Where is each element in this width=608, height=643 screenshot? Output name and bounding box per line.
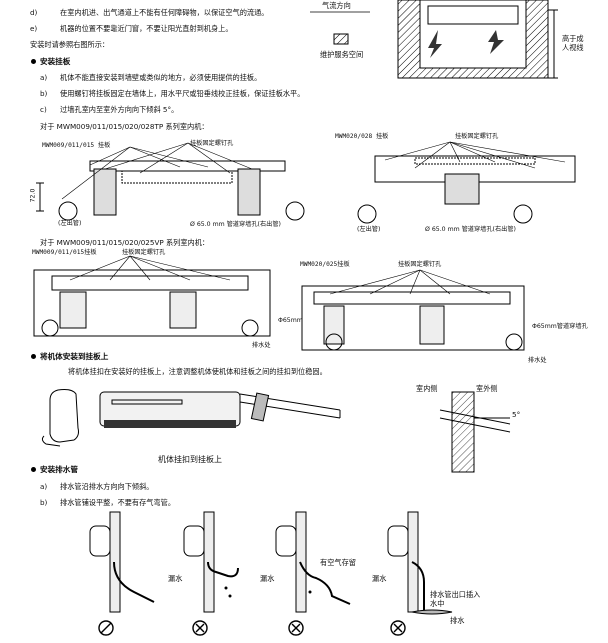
outlet-submerged-label: 排水管出口插入水中 (430, 590, 481, 608)
section1-title: 安装挂板 (40, 57, 71, 66)
s3-item-b-mark: b) (40, 498, 48, 507)
slope-angle: 5° (512, 410, 521, 419)
plate-d-svg (301, 269, 525, 351)
plate-d-drain: 排水处 (528, 357, 547, 364)
plate-b-screw-label: 挂板固定螺钉孔 (455, 133, 499, 140)
plate-b-model: MWM020/028 挂板 (335, 133, 389, 140)
correct-icon (98, 620, 114, 636)
wrong-icon (390, 620, 406, 636)
plate-d-screw-label: 挂板固定螺钉孔 (398, 261, 442, 268)
section2-title: 将机体安装到挂板上 (40, 352, 109, 361)
drain-fig-4-svg (387, 511, 453, 615)
mounting-plate-fig-c: MWM009/011/015挂板 挂板固定螺钉孔 Φ65mm管道穿墙孔 排水处 (30, 248, 334, 349)
hook-unit-svg (41, 389, 341, 447)
service-space-legend: 维护服务空间 (320, 50, 364, 59)
wall-slope-diagram: 室内侧 室外侧 5° (416, 380, 550, 475)
mounting-plate-fig-a: MWM009/011/015 挂板 挂板固定螺钉孔 72.0 (左出管) Ø 6… (29, 133, 330, 231)
install-space-svg (310, 0, 558, 79)
plate-b-svg (357, 141, 576, 224)
s3-item-a-mark: a) (40, 482, 48, 491)
wrong-icon (288, 620, 304, 636)
leak-label-3: 漏水 (372, 574, 387, 583)
plate-b-left-pipe: (左出管) (357, 226, 381, 233)
s3-item-a-text: 排水管沿排水方向向下倾斜。 (60, 482, 154, 491)
leak-label-2: 漏水 (260, 574, 275, 583)
plate-a-dim: 72.0 (29, 188, 37, 203)
s1-item-a-mark: a) (40, 73, 48, 82)
leak-label-1: 漏水 (168, 574, 183, 583)
plate-a-left-pipe: (左出管) (58, 220, 82, 227)
drain-fig-3: 漏水 有空气存留 (260, 511, 360, 613)
plate-d-hole: Φ65mm管道穿墙孔 (532, 323, 588, 330)
verdict-row (98, 620, 406, 636)
plate-d-model: MWM020/025挂板 (300, 261, 350, 268)
item-d-mark: d) (30, 8, 38, 17)
drain-fig-1-svg (89, 511, 155, 613)
s1-item-b-text: 使用螺钉将挂板固定在墙体上，用水平尺或铅垂线校正挂板，保证挂板水平。 (60, 89, 305, 98)
plate-b-wall-hole: Ø 65.0 mm 管道穿墙孔(右出管) (425, 226, 516, 233)
section2-text: 将机体挂扣在安装好的挂板上，注意调整机体使机体和挂板之间的挂扣到位稳固。 (68, 367, 327, 376)
plate-a-model: MWM009/011/015 挂板 (42, 142, 111, 149)
drain-fig-3-svg (275, 511, 351, 613)
item-d-text: 在室内机进、出气通道上不能有任何障碍物，以保证空气的流通。 (60, 8, 269, 17)
section1-bullet (31, 59, 36, 64)
mounting-plate-fig-b: MWM020/028 挂板 挂板固定螺钉孔 (左出管) Ø 65.0 mm 管道… (335, 128, 605, 236)
hook-unit-diagram: 机体挂扣到挂板上 (40, 380, 380, 470)
plate-c-model: MWM009/011/015挂板 (32, 249, 97, 256)
outdoor-side-label: 室外侧 (476, 384, 498, 393)
drain-label: 排水 (450, 616, 465, 625)
drain-fig-2-svg (183, 511, 239, 613)
s1-item-a-text: 机体不能直接安装到墙壁或类似的地方，必须使用提供的挂板。 (60, 73, 262, 82)
s1-item-c-mark: c) (40, 105, 47, 114)
plate-a-svg (36, 142, 305, 221)
plate-c-drain: 排水处 (252, 342, 271, 349)
height-label: 高于成人视线 (562, 34, 584, 52)
section3-title: 安装排水管 (40, 465, 78, 474)
s3-item-b-text: 排水管铺设平整，不要有存气弯管。 (60, 498, 176, 507)
item-e-text: 机器的位置不要靠近门窗，不要让阳光直射到机身上。 (60, 24, 233, 33)
airflow-label: 气流方向 (322, 1, 351, 10)
reference-line: 安装时请参照右图所示： (30, 40, 110, 49)
drain-fig-2: 漏水 (168, 511, 258, 613)
s1-item-b-mark: b) (40, 89, 48, 98)
plate-a-screw-label: 挂板固定螺钉孔 (190, 140, 234, 147)
indoor-side-label: 室内侧 (416, 384, 438, 393)
hook-caption: 机体挂扣到挂板上 (158, 455, 222, 464)
s1-item-c-text: 过墙孔室内至室外方向向下倾斜 5°。 (60, 105, 179, 114)
plate-c-screw-label: 挂板固定螺钉孔 (122, 249, 166, 256)
wall-slope-svg (439, 391, 511, 473)
drain-fig-1 (74, 511, 164, 613)
models-line-2: 对于 MWM009/011/015/020/025VP 系列室内机： (40, 238, 210, 247)
section2-bullet (31, 354, 36, 359)
plate-c-svg (33, 255, 271, 337)
plate-a-wall-hole: Ø 65.0 mm 管道穿墙孔(右出管) (190, 221, 281, 228)
section3-bullet (31, 467, 36, 472)
mounting-plate-fig-d: MWM020/025挂板 挂板固定螺钉孔 Φ65mm管道穿墙孔 排水处 (300, 261, 606, 370)
install-space-diagram: 气流方向 维护服务空间 高于成人视线 (310, 0, 606, 80)
item-e-mark: e) (30, 24, 38, 33)
wrong-icon (192, 620, 208, 636)
models-line-1: 对于 MWM009/011/015/020/028TP 系列室内机： (40, 122, 209, 131)
air-trap-label: 有空气存留 (320, 558, 356, 567)
drain-fig-4: 漏水 排水管出口插入水中 排水 (372, 511, 512, 630)
